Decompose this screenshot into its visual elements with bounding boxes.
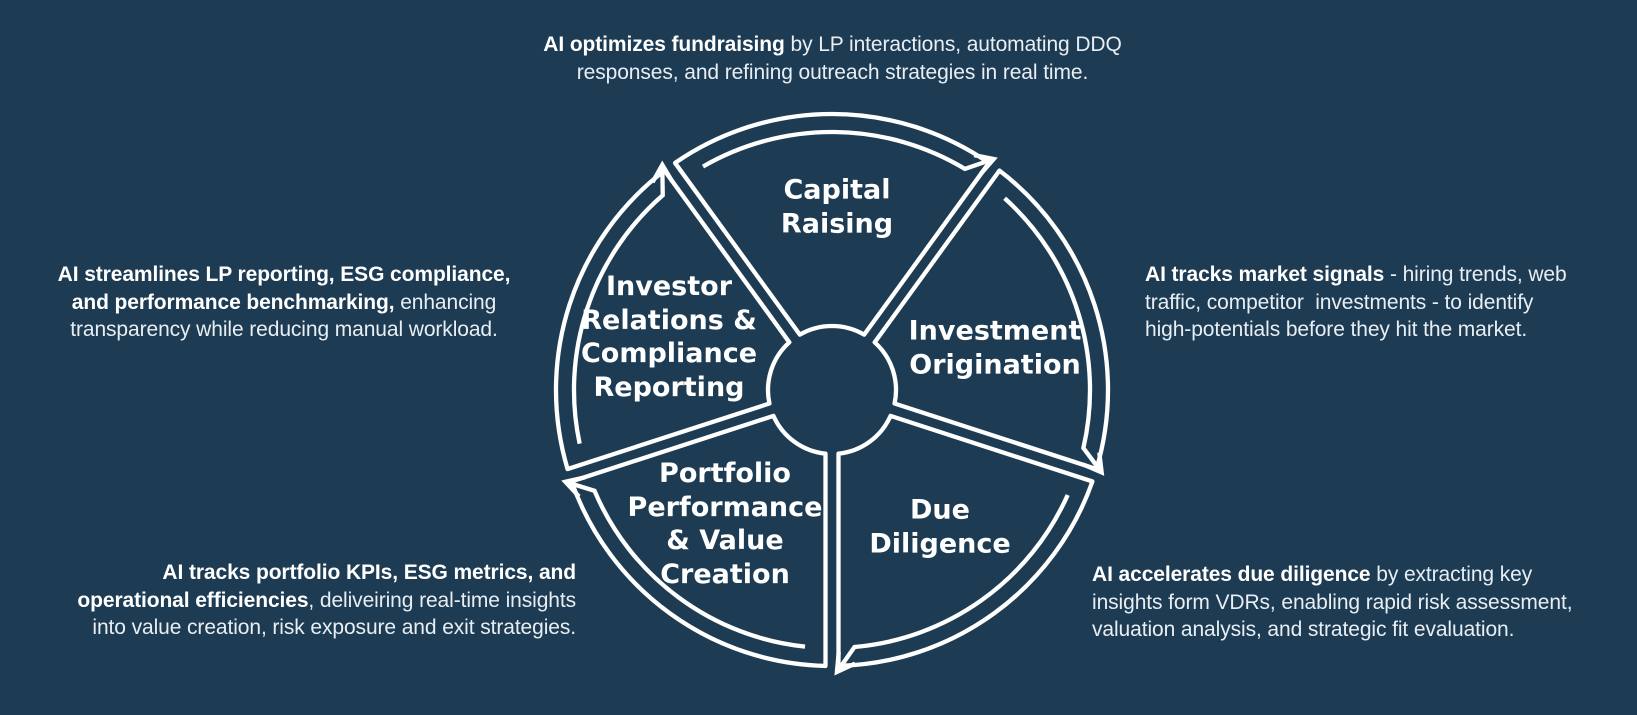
annotation-line: AI accelerates due diligence by extracti… [1092, 561, 1632, 589]
segment-shape-investor-relations [553, 168, 792, 472]
annotation-bold-text: AI accelerates due diligence [1092, 563, 1371, 586]
annotation-line: insights form VDRs, enabling rapid risk … [1092, 589, 1632, 617]
annotation-text: by LP interactions, automating DDQ [784, 33, 1122, 56]
annotation-bold-text: AI optimizes fundraising [543, 33, 785, 56]
annotation-text: enhancing [394, 290, 497, 314]
flow-arrow-portfolio-performance [561, 475, 806, 649]
annotation-line: traffic, competitor investments - to ide… [1145, 289, 1625, 317]
segment-label-due-diligence: Due Diligence [869, 494, 1011, 560]
segment-label-portfolio-performance: Portfolio Performance & Value Creation [627, 458, 823, 590]
segment-shape-due-diligence [836, 413, 1095, 669]
annotation-line: AI streamlines LP reporting, ESG complia… [14, 261, 554, 289]
flow-arrow-investor-relations [571, 160, 675, 445]
segment-label-capital-raising: Capital Raising [780, 174, 894, 240]
annotation-line: transparency while reducing manual workl… [14, 316, 554, 344]
annotation-line: and performance benchmarking, enhancing [14, 289, 554, 317]
flow-arrow-capital-raising [701, 129, 998, 176]
annotation-bold-text: operational efficiencies [77, 588, 309, 612]
annotation-bold-text: AI streamlines LP reporting, ESG complia… [57, 263, 511, 286]
annotation-text: valuation analysis, and strategic fit ev… [1092, 618, 1515, 641]
annotation-bold-text: AI tracks portfolio KPIs, ESG metrics, a… [162, 561, 576, 584]
annotation-line: AI tracks market signals - hiring trends… [1145, 261, 1625, 289]
annotation-due-diligence: AI accelerates due diligence by extracti… [1092, 561, 1632, 644]
annotation-capital-raising: AI optimizes fundraising by LP interacti… [460, 31, 1205, 86]
annotation-line: responses, and refining outreach strateg… [460, 59, 1205, 87]
annotation-line: operational efficiencies, deliveiring re… [0, 587, 576, 615]
annotation-text: responses, and refining outreach strateg… [576, 60, 1089, 84]
annotation-text: by extracting key [1370, 563, 1533, 586]
segment-shape-capital-raising [672, 111, 992, 337]
annotation-line: AI optimizes fundraising by LP interacti… [460, 31, 1205, 59]
segment-label-investment-origination: Investment Origination [908, 315, 1082, 381]
annotation-text: traffic, competitor investments - to ide… [1145, 290, 1534, 314]
annotation-text: transparency while reducing manual workl… [70, 318, 498, 341]
annotation-line: high-potentials before they hit the mark… [1145, 316, 1625, 344]
annotation-text: , deliveiring real-time insights [308, 588, 576, 612]
annotation-text: insights form VDRs, enabling rapid risk … [1092, 590, 1573, 614]
annotation-investment-origination: AI tracks market signals - hiring trends… [1145, 261, 1625, 344]
annotation-text: high-potentials before they hit the mark… [1145, 318, 1528, 341]
segment-label-investor-relations: Investor Relations & Compliance Reportin… [580, 271, 758, 403]
segment-shape-portfolio-performance [569, 413, 828, 669]
annotation-investor-relations: AI streamlines LP reporting, ESG complia… [14, 261, 554, 344]
flow-arrow-due-diligence [834, 494, 1070, 676]
segment-shape-investment-origination [872, 168, 1111, 472]
annotation-line: into value creation, risk exposure and e… [0, 614, 576, 642]
flow-arrow-investment-origination [1003, 196, 1105, 476]
annotation-portfolio-performance: AI tracks portfolio KPIs, ESG metrics, a… [0, 559, 576, 642]
annotation-line: AI tracks portfolio KPIs, ESG metrics, a… [0, 559, 576, 587]
annotation-bold-text: and performance benchmarking, [71, 290, 395, 314]
annotation-text: into value creation, risk exposure and e… [92, 616, 576, 639]
annotation-text: - hiring trends, web [1384, 263, 1567, 286]
annotation-line: valuation analysis, and strategic fit ev… [1092, 616, 1632, 644]
annotation-bold-text: AI tracks market signals [1145, 263, 1385, 286]
